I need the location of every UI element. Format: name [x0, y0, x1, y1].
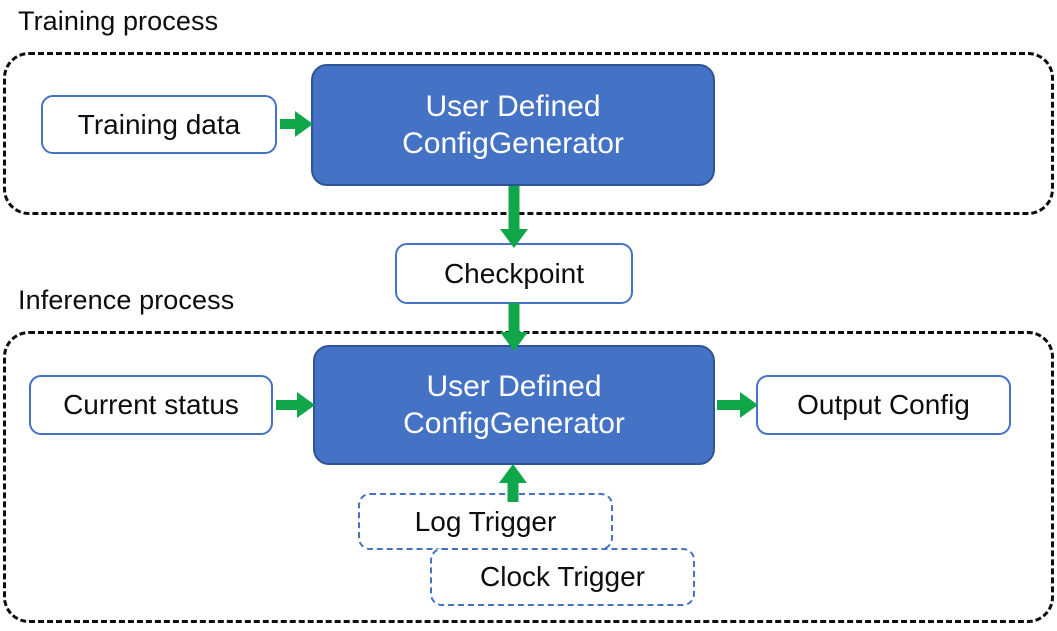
node-training-data-label: Training data — [77, 108, 241, 140]
arrow-shaft — [276, 400, 299, 410]
inference-process-group — [3, 331, 1054, 623]
node-clock-trigger[interactable]: Clock Trigger — [430, 548, 695, 606]
node-user-defined-configgenerator-inference[interactable]: User Defined ConfigGenerator — [313, 345, 715, 465]
node-clock-trigger-label: Clock Trigger — [480, 561, 645, 592]
generator-inference-label-line1: User Defined — [426, 370, 602, 403]
arrow-shaft — [280, 119, 297, 129]
node-output-config[interactable]: Output Config — [756, 375, 1011, 435]
arrow-current-status-to-generator — [276, 391, 315, 419]
node-user-defined-configgenerator-training[interactable]: User Defined ConfigGenerator — [311, 64, 715, 186]
arrow-shaft — [508, 303, 520, 335]
node-checkpoint-label: Checkpoint — [443, 257, 585, 289]
generator-training-label-line1: User Defined — [425, 90, 601, 123]
arrow-head-right-icon — [297, 392, 315, 418]
arrow-head-down-icon — [500, 332, 528, 351]
generator-training-label-line2: ConfigGenerator — [402, 127, 624, 160]
arrow-triggers-to-generator — [499, 464, 527, 502]
training-process-caption: Training process — [18, 6, 219, 36]
arrow-shaft — [507, 480, 519, 502]
arrow-head-right-icon — [740, 392, 758, 418]
arrow-head-right-icon — [295, 111, 313, 137]
node-log-trigger-label: Log Trigger — [414, 505, 557, 537]
arrow-checkpoint-to-generator — [500, 303, 528, 351]
inference-process-caption: Inference process — [18, 285, 235, 315]
node-training-data[interactable]: Training data — [41, 95, 277, 154]
arrow-generator-to-checkpoint — [500, 186, 528, 248]
node-log-trigger[interactable]: Log Trigger — [358, 493, 613, 550]
node-current-status[interactable]: Current status — [29, 375, 273, 435]
arrow-shaft — [717, 400, 742, 410]
node-current-status-label: Current status — [63, 389, 239, 420]
arrow-generator-to-output-config — [717, 391, 758, 419]
arrow-shaft — [508, 186, 520, 231]
arrow-head-up-icon — [499, 464, 527, 483]
training-process-group — [3, 52, 1054, 215]
arrow-head-down-icon — [500, 229, 528, 248]
generator-inference-label-line2: ConfigGenerator — [403, 407, 625, 440]
node-checkpoint[interactable]: Checkpoint — [395, 243, 633, 304]
node-output-config-label: Output Config — [797, 389, 970, 420]
arrow-training-data-to-generator — [280, 110, 313, 138]
